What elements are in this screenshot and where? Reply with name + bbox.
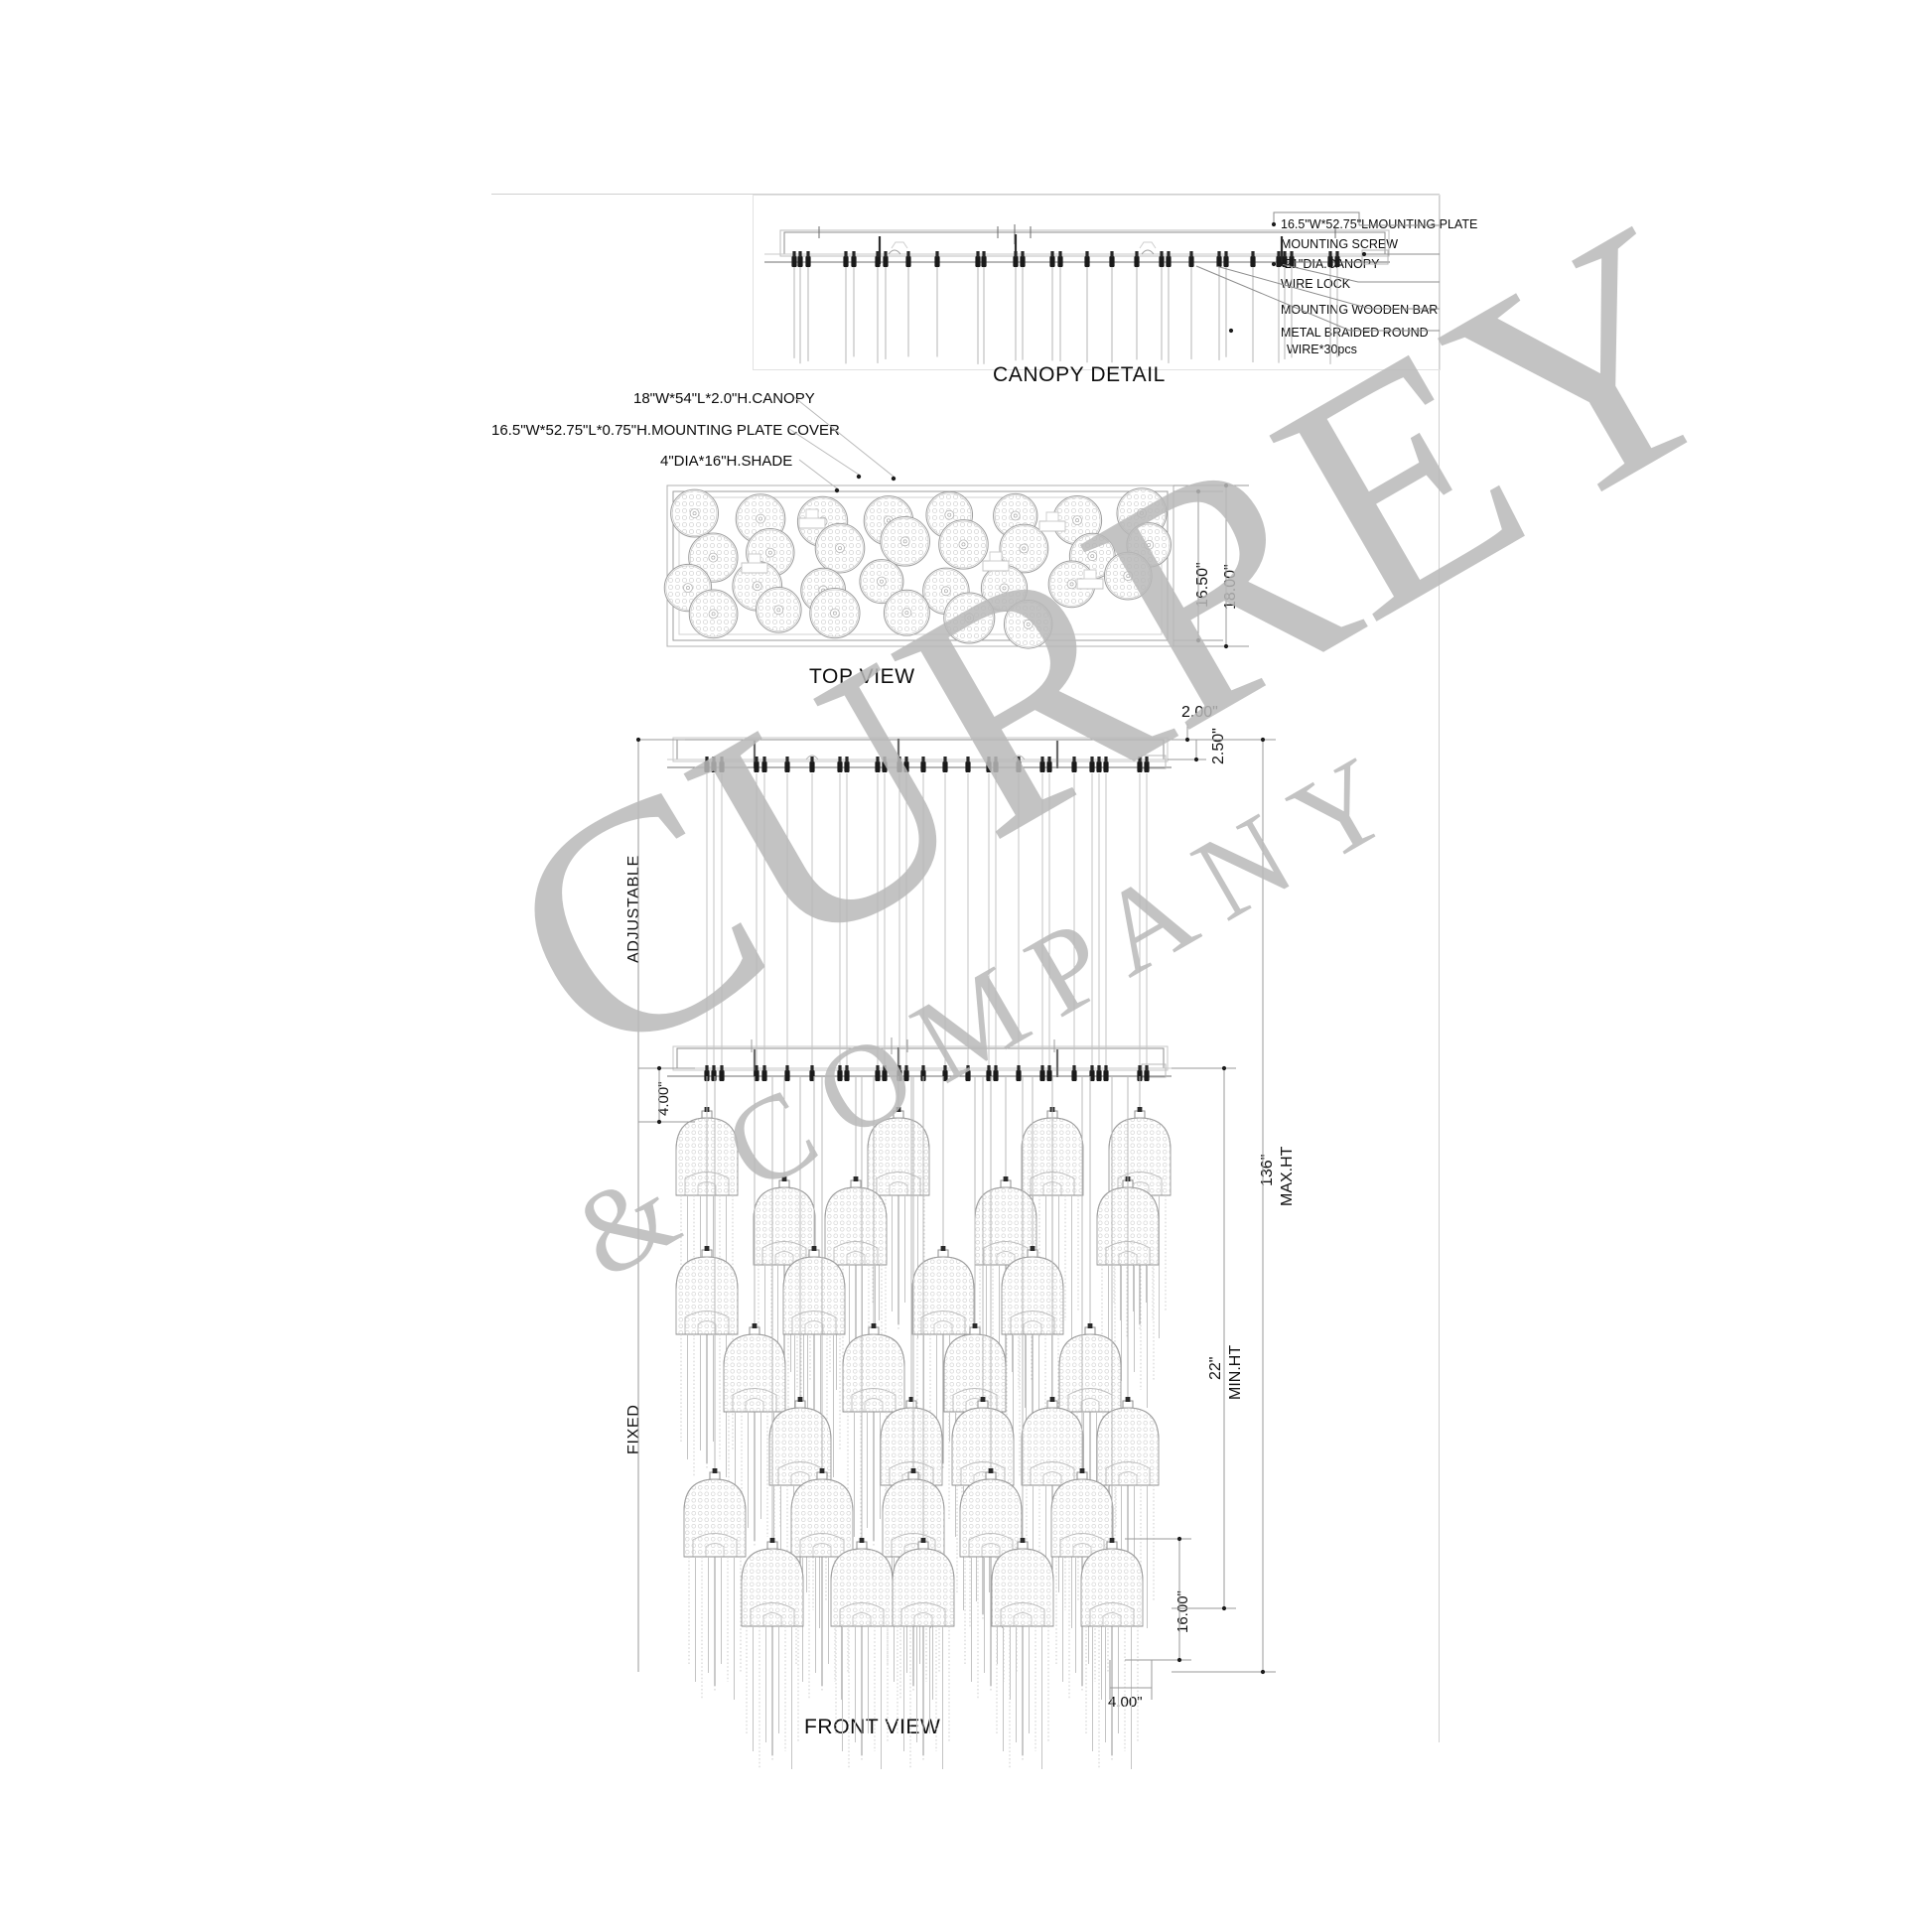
leader-plate-cover-label: 16.5"W*52.75"L*0.75"H.MOUNTING PLATE COV… [491, 422, 840, 439]
canopy-detail-title: CANOPY DETAIL [993, 363, 1166, 386]
leader-shade-label: 4"DIA*16"H.SHADE [660, 453, 793, 470]
callout-wooden-bar: MOUNTING WOODEN BAR [1281, 303, 1439, 317]
callout-braided-wire-line2: WIRE*30pcs [1287, 343, 1357, 356]
callout-mounting-screw: MOUNTING SCREW [1281, 237, 1399, 251]
canopy-detail-frame [753, 195, 1441, 370]
sheet-top-rule [491, 194, 1440, 195]
callout-braided-wire-line1: METAL BRAIDED ROUND [1281, 326, 1429, 340]
sheet-right-rule [1439, 194, 1440, 1742]
callout-mounting-plate: 16.5"W*52.75"LMOUNTING PLATE [1281, 217, 1478, 231]
callout-wire-lock: WIRE LOCK [1281, 277, 1351, 291]
leader-canopy-label: 18"W*54"L*2.0"H.CANOPY [633, 390, 815, 407]
top-view-title: TOP VIEW [809, 665, 915, 688]
dim-canopy-height: 2.00" [1181, 704, 1218, 721]
front-view-title: FRONT VIEW [804, 1716, 941, 1738]
